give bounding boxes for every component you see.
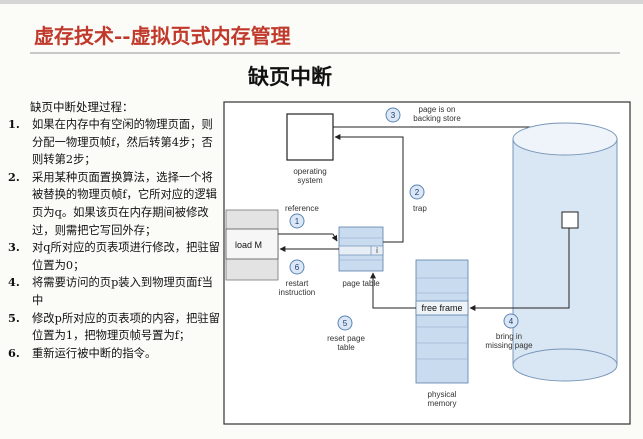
page-fault-diagram: operating system load M reference 1 i pa… xyxy=(223,101,633,427)
os-label-2: system xyxy=(297,176,323,185)
step-2-number: 2 xyxy=(415,188,420,197)
restart-label-1: restart xyxy=(286,279,309,288)
load-m-label: load M xyxy=(235,240,262,250)
reference-label: reference xyxy=(285,204,319,213)
os-label-1: operating xyxy=(293,167,326,176)
page-on-label-2: backing store xyxy=(413,114,461,123)
top-rule xyxy=(0,0,643,4)
steps-list: 1. 如果在内存中有空闲的物理页面，则分配一物理页帧f，然后转第4步；否则转第2步… xyxy=(8,116,223,362)
step-text: 修改p所对应的页表项的内容，把驻留位置为1，把物理页帧号置为f； xyxy=(32,311,220,343)
restart-label-2: instruction xyxy=(279,288,315,297)
bring-label-2: missing page xyxy=(485,341,533,350)
bring-in-arrow xyxy=(469,228,570,311)
step-number: 1. xyxy=(8,117,20,131)
trap-label: trap xyxy=(413,204,427,213)
step-4-number: 4 xyxy=(509,317,514,326)
step-number: 6. xyxy=(8,345,20,360)
step-number: 3. xyxy=(8,240,20,255)
step-5-circle xyxy=(337,315,353,331)
slide-subtitle: 缺页中断 xyxy=(248,64,332,89)
step-number: 5. xyxy=(8,310,20,325)
page-table-entry xyxy=(338,245,384,256)
slide-title: 虚存技术--虚拟页式内存管理 xyxy=(34,24,291,48)
reset-label-1: reset page xyxy=(327,334,365,343)
diagram-svg: operating system load M reference 1 i pa… xyxy=(223,101,631,425)
step-4-circle xyxy=(503,313,519,329)
steps-heading: 缺页中断处理过程： xyxy=(30,100,134,114)
step-text: 采用某种页面置换算法，选择一个将被替换的物理页帧f，它所对应的逻辑页为q。如果该… xyxy=(32,170,217,237)
step-text: 重新运行被中断的指令。 xyxy=(32,346,157,360)
page-table-label: page table xyxy=(342,279,380,288)
step-text: 对q所对应的页表项进行修改，把驻留位置为0； xyxy=(32,241,220,272)
physical-memory xyxy=(415,259,469,384)
backing-store-cylinder xyxy=(512,122,618,382)
page-on-label-1: page is on xyxy=(419,105,456,114)
step-number: 2. xyxy=(8,169,20,184)
missing-page-block xyxy=(561,211,579,229)
step-item: 4. 将需要访问的页p装入到物理页面f当中 xyxy=(8,274,223,309)
reference-arrow xyxy=(331,233,338,242)
step-item: 2. 采用某种页面置换算法，选择一个将被替换的物理页帧f，它所对应的逻辑页为q。如… xyxy=(8,169,223,239)
physical-label-2: memory xyxy=(428,399,457,408)
step-1-number: 1 xyxy=(295,217,300,226)
step-item: 3. 对q所对应的页表项进行修改，把驻留位置为0； xyxy=(8,239,223,274)
load-m-instruction xyxy=(225,228,279,260)
trap-arrow xyxy=(334,134,404,243)
step-item: 5. 修改p所对应的页表项的内容，把驻留位置为1，把物理页帧号置为f； xyxy=(8,310,223,345)
step-2-circle xyxy=(409,184,425,200)
step-3-number: 3 xyxy=(391,111,396,120)
step-6-circle xyxy=(289,259,305,275)
page-table-marker: i xyxy=(376,246,378,255)
step-number: 4. xyxy=(8,275,20,290)
step-item: 1. 如果在内存中有空闲的物理页面，则分配一物理页帧f，然后转第4步；否则转第2步… xyxy=(8,116,223,169)
operating-system-box xyxy=(286,113,334,161)
step-text: 如果在内存中有空闲的物理页面，则分配一物理页帧f，然后转第4步；否则转第2步； xyxy=(32,118,213,167)
step-6-number: 6 xyxy=(295,263,300,272)
step-5-number: 5 xyxy=(343,319,348,328)
title-divider xyxy=(30,52,620,54)
step-3-circle xyxy=(385,107,401,123)
reset-label-2: table xyxy=(337,343,355,352)
step-item: 6. 重新运行被中断的指令。 xyxy=(8,345,223,363)
bring-label-1: bring in xyxy=(496,332,522,341)
step-1-circle xyxy=(289,213,305,229)
reset-arrow xyxy=(370,272,416,309)
step-text: 将需要访问的页p装入到物理页面f当中 xyxy=(32,276,213,307)
free-frame-label: free frame xyxy=(421,303,462,313)
physical-label-1: physical xyxy=(428,390,457,399)
